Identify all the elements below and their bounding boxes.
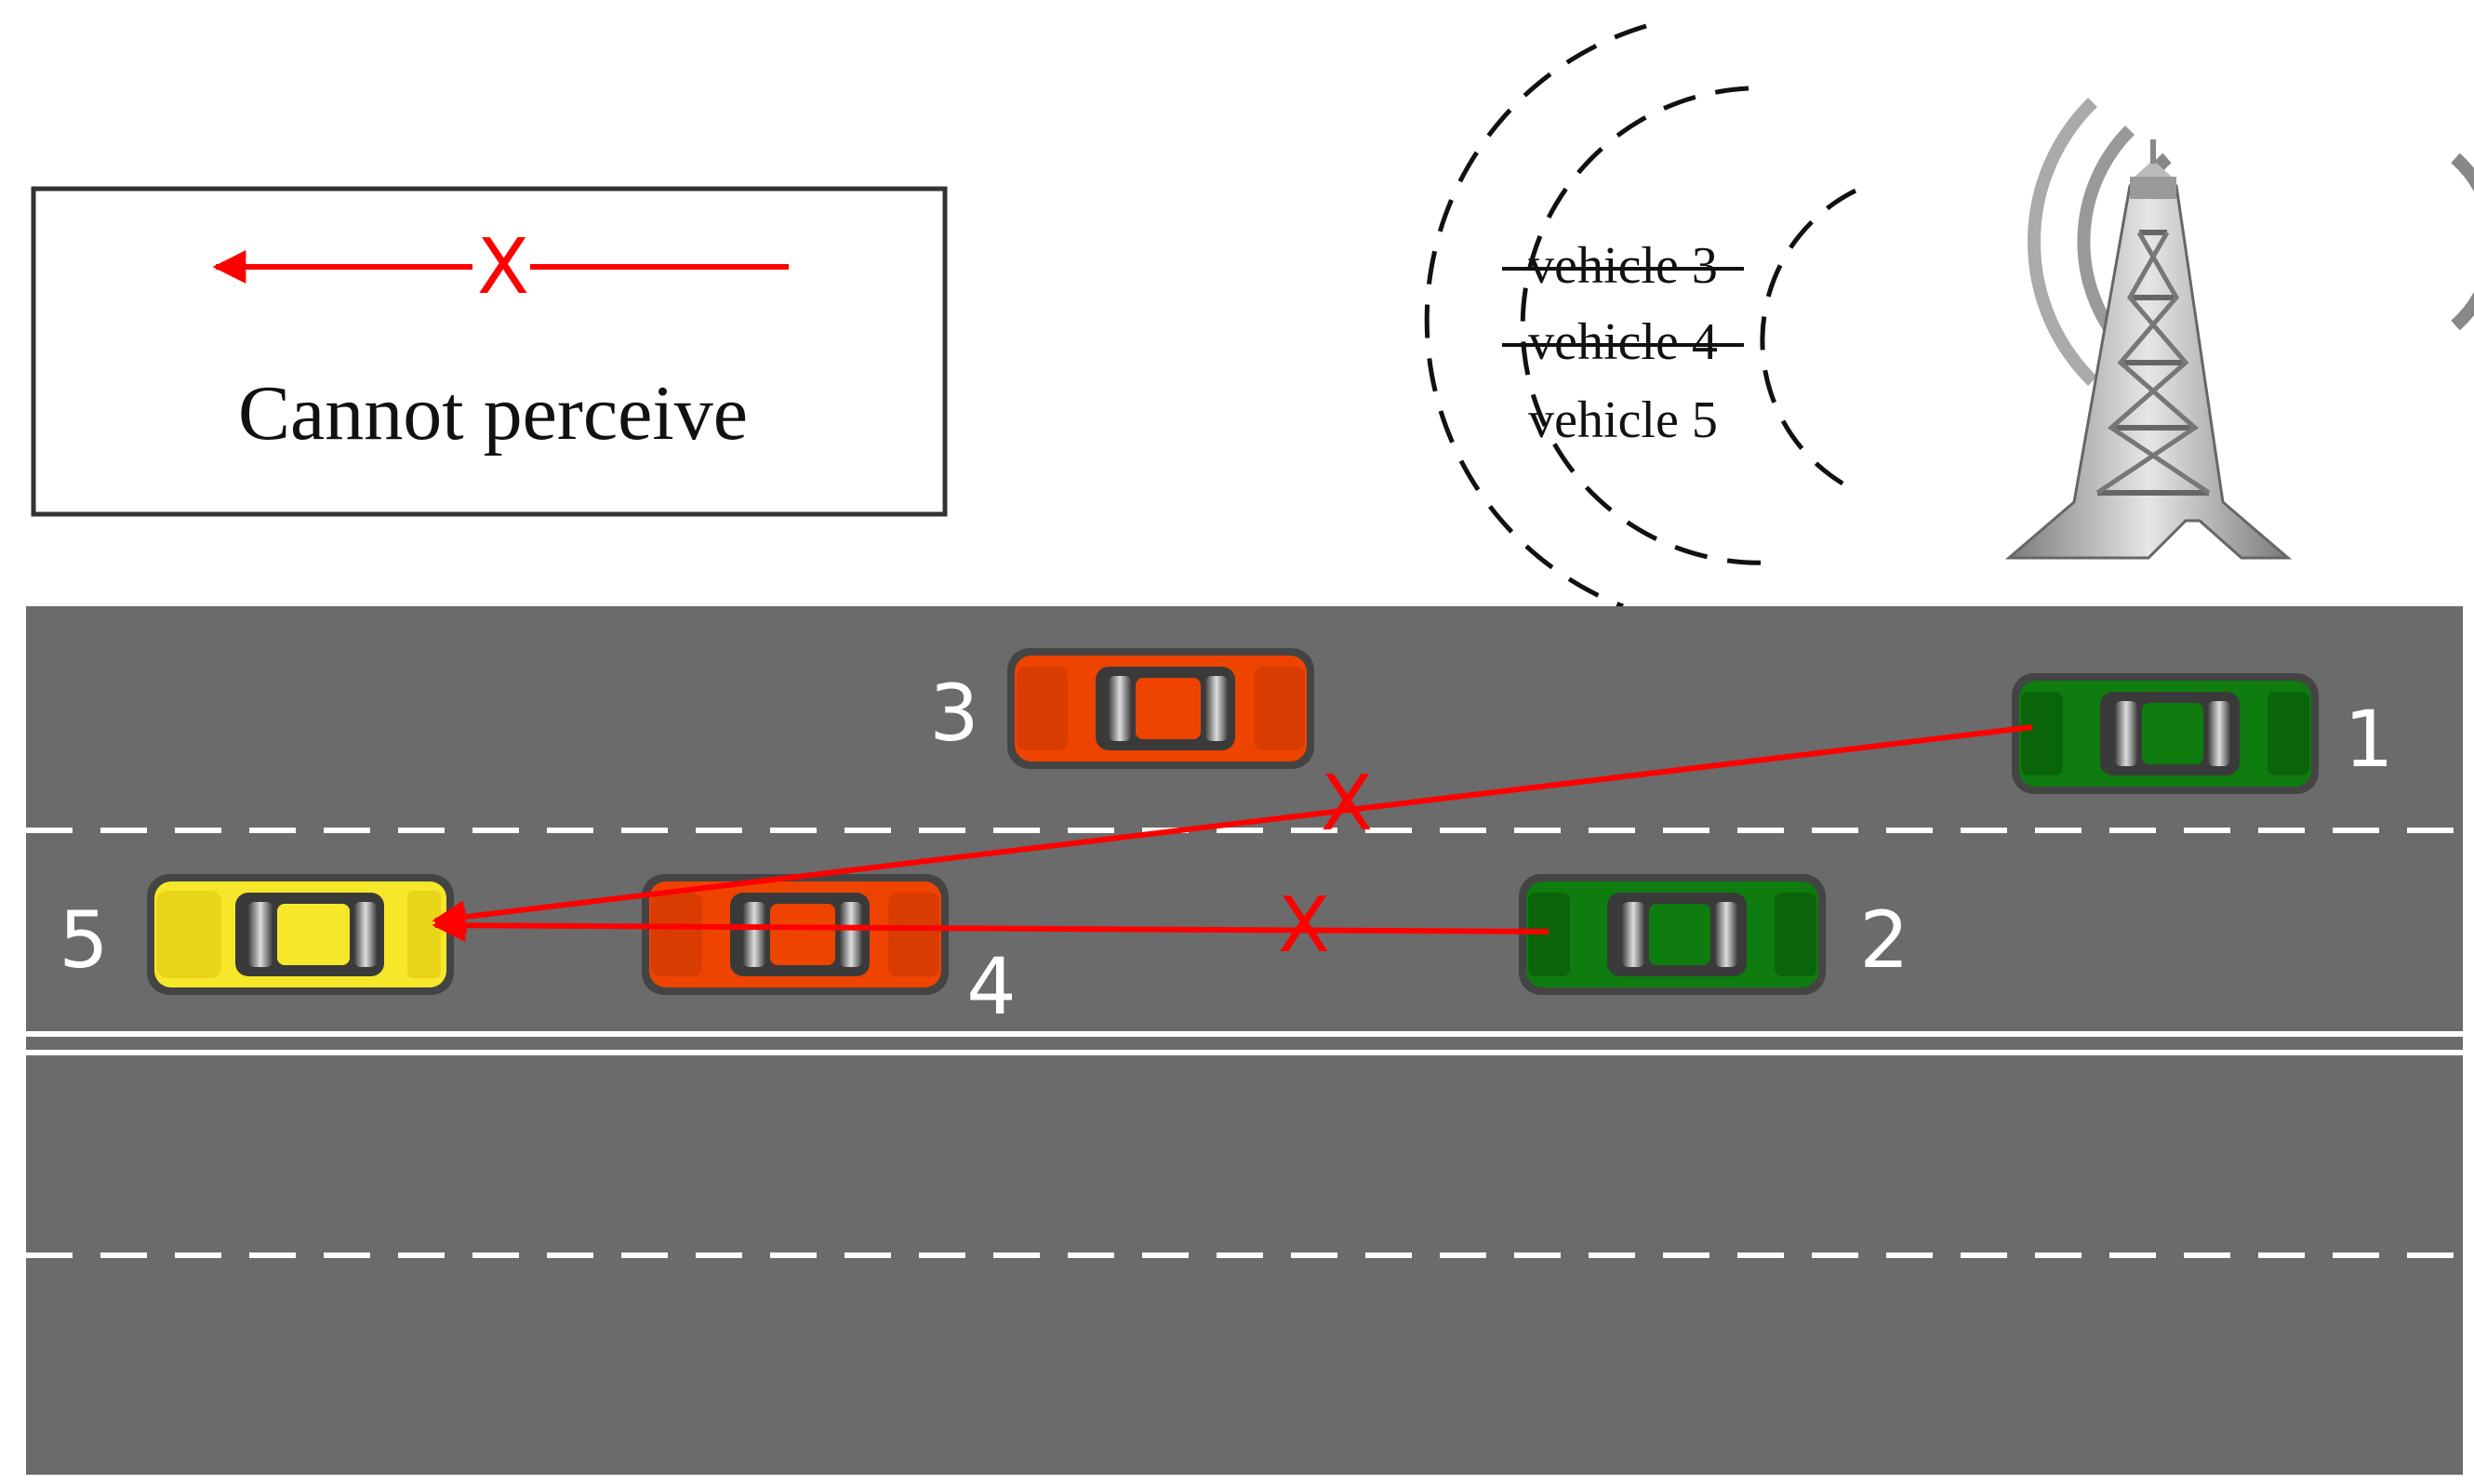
vehicle-3-label: 3 — [929, 668, 978, 759]
cell-tower-icon — [2004, 98, 2474, 560]
broadcast-waves — [1424, 23, 1857, 609]
legend-mark: X — [477, 223, 529, 311]
vehicle-5-label: 5 — [59, 894, 108, 986]
legend-mark-gap — [472, 232, 530, 303]
link-v2-mark: X — [1278, 881, 1330, 970]
vehicle-3: 3 — [929, 648, 1314, 769]
link-v1-to-v5 — [432, 724, 2033, 934]
car-1 — [2012, 673, 2319, 794]
car-5 — [147, 874, 454, 995]
vehicle-4: 4 — [642, 874, 1017, 1032]
vehicle-1-label: 1 — [2344, 694, 2393, 785]
link-v1-mark: X — [1321, 760, 1373, 848]
broadcast-wave-outer — [1424, 23, 1647, 609]
broadcast-item-vehicle-3: vehicle 3 — [1528, 237, 1718, 295]
legend-label: Cannot perceive — [238, 370, 748, 457]
legend: X Cannot perceive — [31, 186, 948, 517]
car-3 — [1007, 648, 1314, 769]
vehicle-1: 1 — [2012, 673, 2394, 794]
link-v2-to-v5 — [432, 908, 1550, 943]
broadcast-wave-inner — [1760, 188, 1857, 491]
vehicle-2-label: 2 — [1859, 894, 1909, 986]
broadcast-item-vehicle-4: vehicle 4 — [1528, 313, 1718, 371]
broadcast-wave-middle — [1520, 86, 1773, 565]
car-2 — [1519, 874, 1826, 995]
broadcast-item-vehicle-5: vehicle 5 — [1528, 391, 1718, 449]
perception-links: X X — [432, 724, 2033, 970]
broadcast-list: vehicle 3 vehicle 4 vehicle 5 — [1502, 237, 1744, 449]
vehicle-2: 2 — [1519, 874, 1909, 995]
vehicle-5: 5 — [59, 874, 454, 995]
vehicle-4-label: 4 — [966, 941, 1016, 1032]
